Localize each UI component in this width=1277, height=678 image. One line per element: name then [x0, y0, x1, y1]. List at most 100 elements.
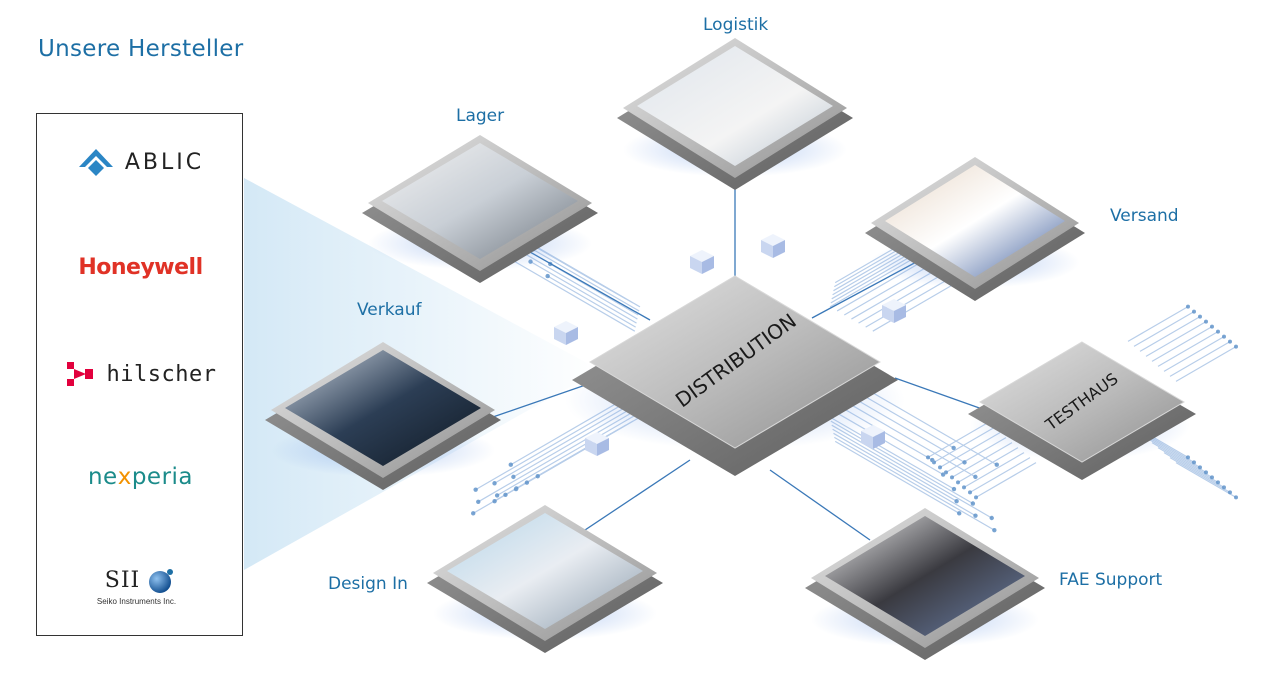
node-label-design-in: Design In	[328, 574, 408, 594]
pcb-trace	[969, 457, 1031, 493]
pcb-dot	[476, 499, 481, 504]
pcb-dot	[1210, 475, 1214, 480]
node-tile-design-in[interactable]	[427, 505, 663, 653]
pcb-dot	[508, 462, 513, 467]
pcb-dot	[503, 492, 508, 497]
manufacturer-honeywell[interactable]: Honeywell	[37, 249, 244, 285]
decorative-cubes	[554, 234, 906, 456]
pcb-dot	[1234, 495, 1238, 500]
pcb-trace	[1127, 306, 1189, 342]
pcb-trace	[1169, 457, 1231, 493]
pcb-trace	[831, 424, 993, 519]
cube-right	[894, 305, 906, 323]
pcb-dot	[951, 445, 956, 451]
distribution-chip: DISTRIBUTION	[565, 275, 905, 476]
node-tile-versand[interactable]	[865, 157, 1085, 301]
pcb-dot	[994, 462, 999, 467]
pcb-dot	[989, 515, 994, 521]
pcb-trace	[963, 452, 1025, 488]
pcb-dot	[957, 511, 962, 516]
pcb-dot	[1192, 460, 1196, 465]
pcb-trace	[1175, 462, 1237, 498]
pcb-dot	[973, 474, 978, 480]
pcb-dot	[962, 460, 967, 465]
node-label-versand: Versand	[1110, 206, 1179, 226]
testhaus-chip: TESTHAUS	[968, 341, 1196, 480]
node-photo-design-in	[447, 513, 643, 629]
node-label-verkauf: Verkauf	[357, 300, 422, 320]
cube-left	[554, 327, 566, 345]
cube-left	[861, 431, 873, 449]
pcb-dot	[473, 487, 478, 492]
node-tile-logistik[interactable]	[617, 38, 853, 190]
cube-right	[873, 431, 885, 449]
cube-right	[773, 240, 785, 258]
honeywell-logo-text: Honeywell	[78, 254, 203, 280]
cube-left	[690, 256, 702, 274]
pcb-dot	[492, 498, 497, 504]
pcb-trace	[1175, 346, 1237, 382]
pcb-dot	[944, 470, 948, 475]
sii-subtitle: Seiko Instruments Inc.	[96, 596, 177, 606]
pcb-dot	[951, 486, 957, 492]
node-photo-verkauf	[285, 350, 481, 466]
pcb-trace	[530, 261, 637, 324]
pcb-dot	[974, 495, 978, 500]
pcb-dot	[938, 465, 942, 470]
ablic-logo-text: ABLIC	[124, 149, 205, 175]
pcb-dot	[968, 490, 972, 495]
pcb-trace	[975, 462, 1037, 498]
pcb-trace	[834, 436, 995, 531]
pcb-dot	[511, 474, 516, 480]
pcb-dot	[1222, 485, 1226, 490]
pcb-trace	[833, 432, 976, 517]
pcb-dot	[992, 527, 997, 533]
pcb-trace	[1139, 316, 1201, 352]
pcb-dot	[950, 475, 954, 480]
node-tile-verkauf[interactable]	[265, 342, 501, 490]
pcb-trace	[510, 258, 636, 332]
node-tile-lager[interactable]	[362, 135, 598, 283]
pcb-trace	[1145, 321, 1207, 357]
pcb-dot	[513, 486, 519, 492]
cube-left	[882, 305, 894, 323]
manufacturer-ablic[interactable]: ABLIC	[37, 144, 244, 180]
pcb-dot	[1228, 339, 1232, 344]
pcb-dot	[970, 501, 976, 506]
pcb-dot	[471, 511, 476, 516]
pcb-dot	[1228, 490, 1232, 495]
pcb-dot	[545, 273, 550, 279]
pcb-trace	[1157, 331, 1219, 367]
node-label-lager: Lager	[456, 106, 505, 126]
hilscher-logo-text: hilscher	[106, 361, 217, 387]
node-tile-fae-support[interactable]	[805, 508, 1045, 660]
pcb-dot	[932, 460, 936, 465]
pcb-trace	[1163, 452, 1225, 488]
manufacturer-sii[interactable]: SII Seiko Instruments Inc.	[37, 561, 244, 611]
pcb-dot	[1222, 334, 1226, 339]
pcb-dot	[1186, 455, 1190, 460]
nexperia-logo-text-1: ne	[87, 464, 118, 490]
pcb-dot	[1234, 344, 1238, 349]
node-photo-logistik	[637, 46, 833, 166]
pcb-dot	[1210, 324, 1214, 329]
manufacturers-heading: Unsere Hersteller	[38, 36, 244, 62]
pcb-trace	[1133, 311, 1195, 347]
pcb-dot	[954, 498, 959, 504]
nexperia-logo-text-2: peria	[131, 464, 194, 490]
pcb-dot	[524, 480, 530, 485]
pcb-trace	[1157, 447, 1219, 483]
pcb-dot	[1198, 314, 1202, 319]
cube-right	[566, 327, 578, 345]
pcb-dot	[494, 493, 500, 498]
pcb-dot	[492, 481, 497, 486]
pcb-dot	[1198, 465, 1202, 470]
pcb-dot	[1204, 470, 1208, 475]
pcb-trace	[547, 275, 636, 328]
pcb-trace	[1169, 341, 1231, 377]
pcb-dot	[1192, 309, 1196, 314]
manufacturer-hilscher[interactable]: hilscher	[37, 356, 244, 392]
